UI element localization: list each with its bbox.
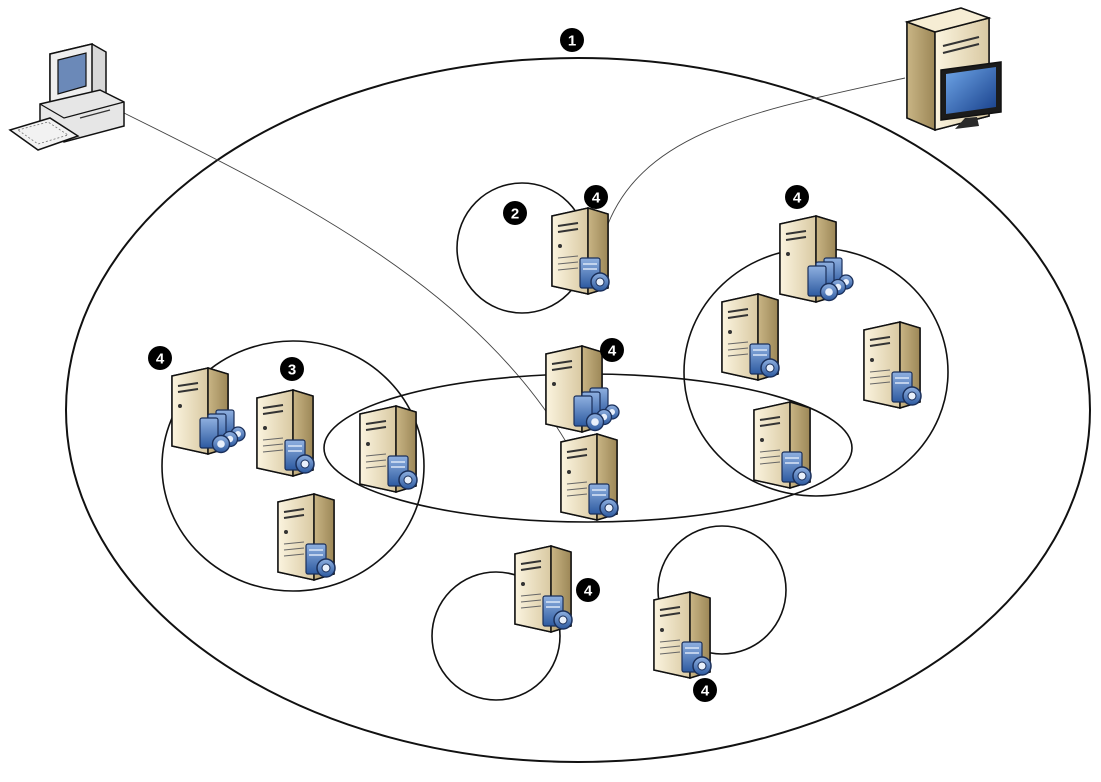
svg-text:4: 4 (592, 190, 601, 207)
badge-4: 4 (785, 185, 809, 209)
server-camera-icon (863, 321, 922, 409)
svg-text:2: 2 (511, 206, 519, 223)
badge-2: 2 (503, 201, 527, 225)
server-camera-icon (721, 293, 780, 381)
badge-1: 1 (560, 28, 584, 52)
badge-3: 3 (280, 357, 304, 381)
svg-text:4: 4 (793, 190, 802, 207)
site-circle-bottom-left (431, 571, 561, 701)
site-circle-bottom-right (657, 525, 787, 655)
badge-4: 4 (693, 678, 717, 702)
server-camera-icon (514, 545, 573, 633)
site-ellipse-left (161, 340, 425, 592)
svg-text:3: 3 (288, 362, 296, 379)
client-connection-line (121, 111, 573, 453)
svg-text:1: 1 (568, 33, 576, 50)
server-with-monitor-icon (904, 7, 1002, 132)
server-camera-icon (256, 389, 315, 477)
badge-4: 4 (600, 338, 624, 362)
workstation-connection-line (604, 77, 906, 233)
badge-4: 4 (584, 185, 608, 209)
server-camera-icon (653, 591, 712, 679)
svg-text:4: 4 (156, 351, 165, 368)
server-camera-icon (359, 405, 418, 493)
server-multi-camera-icon (171, 367, 246, 455)
svg-text:4: 4 (584, 583, 593, 600)
server-camera-icon (551, 207, 610, 295)
server-multi-camera-icon (779, 215, 854, 303)
system-boundary-ellipse (65, 57, 1091, 763)
server-camera-icon (560, 433, 619, 521)
badge-4: 4 (148, 346, 172, 370)
server-camera-icon (753, 401, 812, 489)
desktop-computer-icon (8, 43, 125, 151)
svg-text:4: 4 (701, 683, 710, 700)
server-camera-icon (277, 493, 336, 581)
badge-4: 4 (576, 578, 600, 602)
svg-text:4: 4 (608, 343, 617, 360)
